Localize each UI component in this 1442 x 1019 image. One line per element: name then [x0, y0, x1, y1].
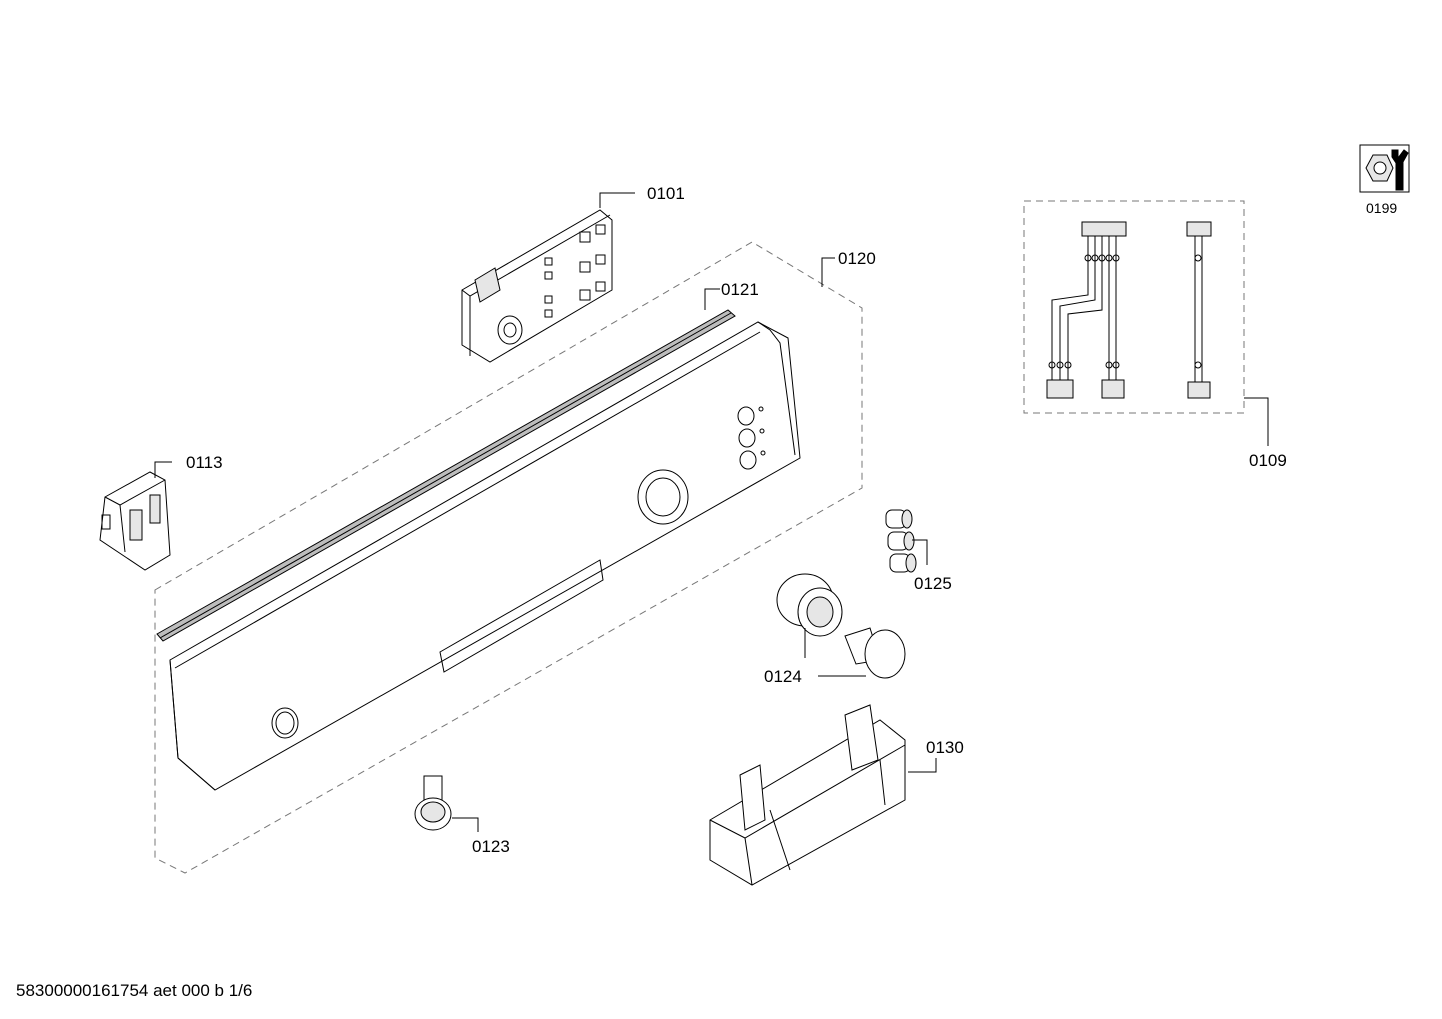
leader-0120 [821, 257, 835, 287]
assembly-0120-boundary [154, 241, 863, 874]
part-0130-housing-bracket[interactable] [709, 704, 906, 886]
label-0123: 0123 [472, 837, 510, 856]
label-0125: 0125 [914, 574, 952, 593]
part-0109-cable-harness[interactable] [1046, 221, 1212, 399]
leader-0121 [704, 288, 720, 310]
part-0120-control-panel[interactable] [169, 321, 801, 791]
label-0199: 0199 [1366, 200, 1397, 216]
leader-0109 [1244, 397, 1269, 446]
part-0123-push-button[interactable] [414, 775, 452, 831]
leader-0125 [912, 539, 928, 565]
leader-0130 [908, 758, 937, 773]
wrench-nut-icon [1359, 144, 1410, 193]
label-0109: 0109 [1249, 451, 1287, 470]
leader-0113 [154, 461, 172, 478]
label-0121: 0121 [721, 280, 759, 299]
document-footer-code: 58300000161754 aet 000 b 1/6 [16, 981, 253, 1000]
part-0121-trim-strip[interactable] [156, 309, 736, 642]
part-0101-electronic-module[interactable] [461, 209, 613, 363]
leader-0101 [599, 192, 635, 208]
assembly-0109-boundary [1023, 200, 1245, 414]
leader-0123 [452, 817, 479, 832]
part-0125-button-set[interactable] [885, 509, 917, 573]
part-0124-rotary-knob[interactable] [776, 573, 906, 679]
label-0124: 0124 [764, 667, 802, 686]
label-0113: 0113 [186, 453, 223, 472]
label-0101: 0101 [647, 184, 685, 203]
label-0120: 0120 [838, 249, 876, 268]
label-0130: 0130 [926, 738, 964, 757]
part-0113-connector-clip[interactable] [99, 471, 171, 571]
